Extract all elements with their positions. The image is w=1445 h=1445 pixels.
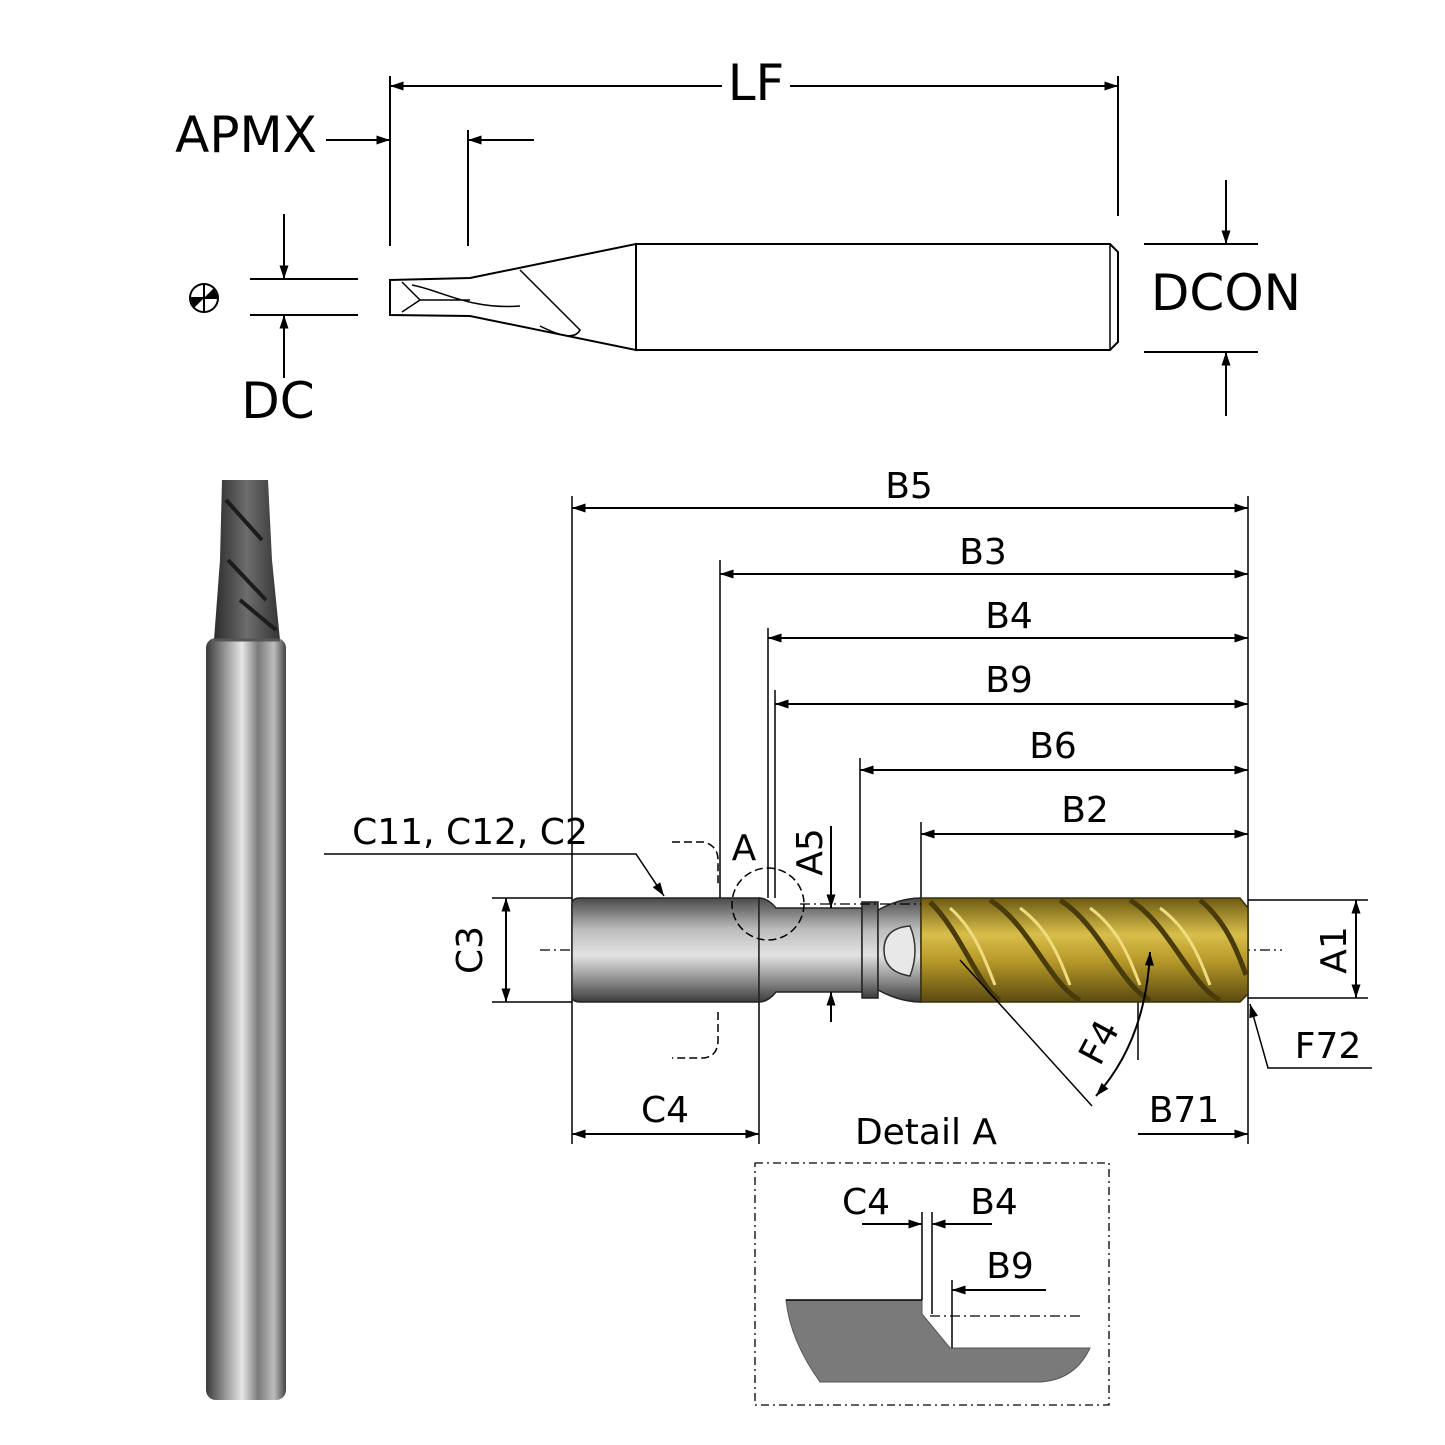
side-view-flutes [920, 897, 1249, 1003]
top-view-tool-shank [635, 243, 1119, 351]
a5-label: A5 [790, 828, 831, 876]
top-view-flute-lines [401, 269, 581, 337]
f72-leader [1249, 1003, 1372, 1069]
b3-label: B3 [959, 532, 1007, 573]
detail-a-title: Detail A [855, 1112, 997, 1153]
a1-label: A1 [1314, 926, 1355, 974]
b71-label: B71 [1149, 1090, 1220, 1131]
tool-photo-vertical [206, 480, 286, 1400]
detail-a-marker-label: A [732, 828, 757, 869]
side-view-shank [571, 897, 760, 1003]
b2-label: B2 [1061, 790, 1109, 831]
b6-label: B6 [1029, 726, 1077, 767]
dc-label: DC [241, 372, 314, 430]
rod-shank [206, 638, 286, 1400]
detail-a-frame [754, 1162, 1110, 1406]
flute-helix-highlights [949, 906, 1212, 986]
flute-runout-highlight [883, 925, 916, 977]
rod-flute-tip [214, 480, 280, 640]
c11-c12-c2-leader [324, 853, 665, 897]
apmx-label: APMX [175, 106, 317, 164]
section-mark-top [672, 841, 719, 886]
f4-angle-arc [1095, 951, 1154, 1097]
b4-label: B4 [985, 596, 1033, 637]
rod-flute-grooves [224, 498, 278, 632]
c4-label: C4 [641, 1090, 689, 1131]
side-view-collar [861, 901, 879, 999]
end-view-icon [189, 283, 219, 313]
f72-label: F72 [1295, 1026, 1362, 1067]
detail-b9-label: B9 [986, 1246, 1034, 1287]
lf-label: LF [728, 54, 785, 112]
b9-label: B9 [985, 660, 1033, 701]
f4-helix-line [959, 959, 1093, 1107]
detail-profile-shape [785, 1299, 1091, 1383]
top-view: LF APMX DC DCON [175, 54, 1301, 430]
side-view: B5 B3 B4 B9 B6 B2 C11, C12, C2 A [324, 466, 1372, 1144]
c11-c12-c2-label: C11, C12, C2 [352, 812, 588, 853]
section-mark-bottom [672, 1012, 719, 1059]
side-view-neck [758, 897, 863, 1003]
dcon-label: DCON [1151, 264, 1301, 322]
top-view-tool-neck [389, 242, 637, 352]
c3-label: C3 [450, 926, 491, 974]
b5-label: B5 [885, 466, 933, 507]
detail-a: Detail A C4 B4 B9 [754, 1112, 1110, 1406]
detail-b4-label: B4 [970, 1182, 1018, 1223]
detail-c4-label: C4 [842, 1182, 890, 1223]
